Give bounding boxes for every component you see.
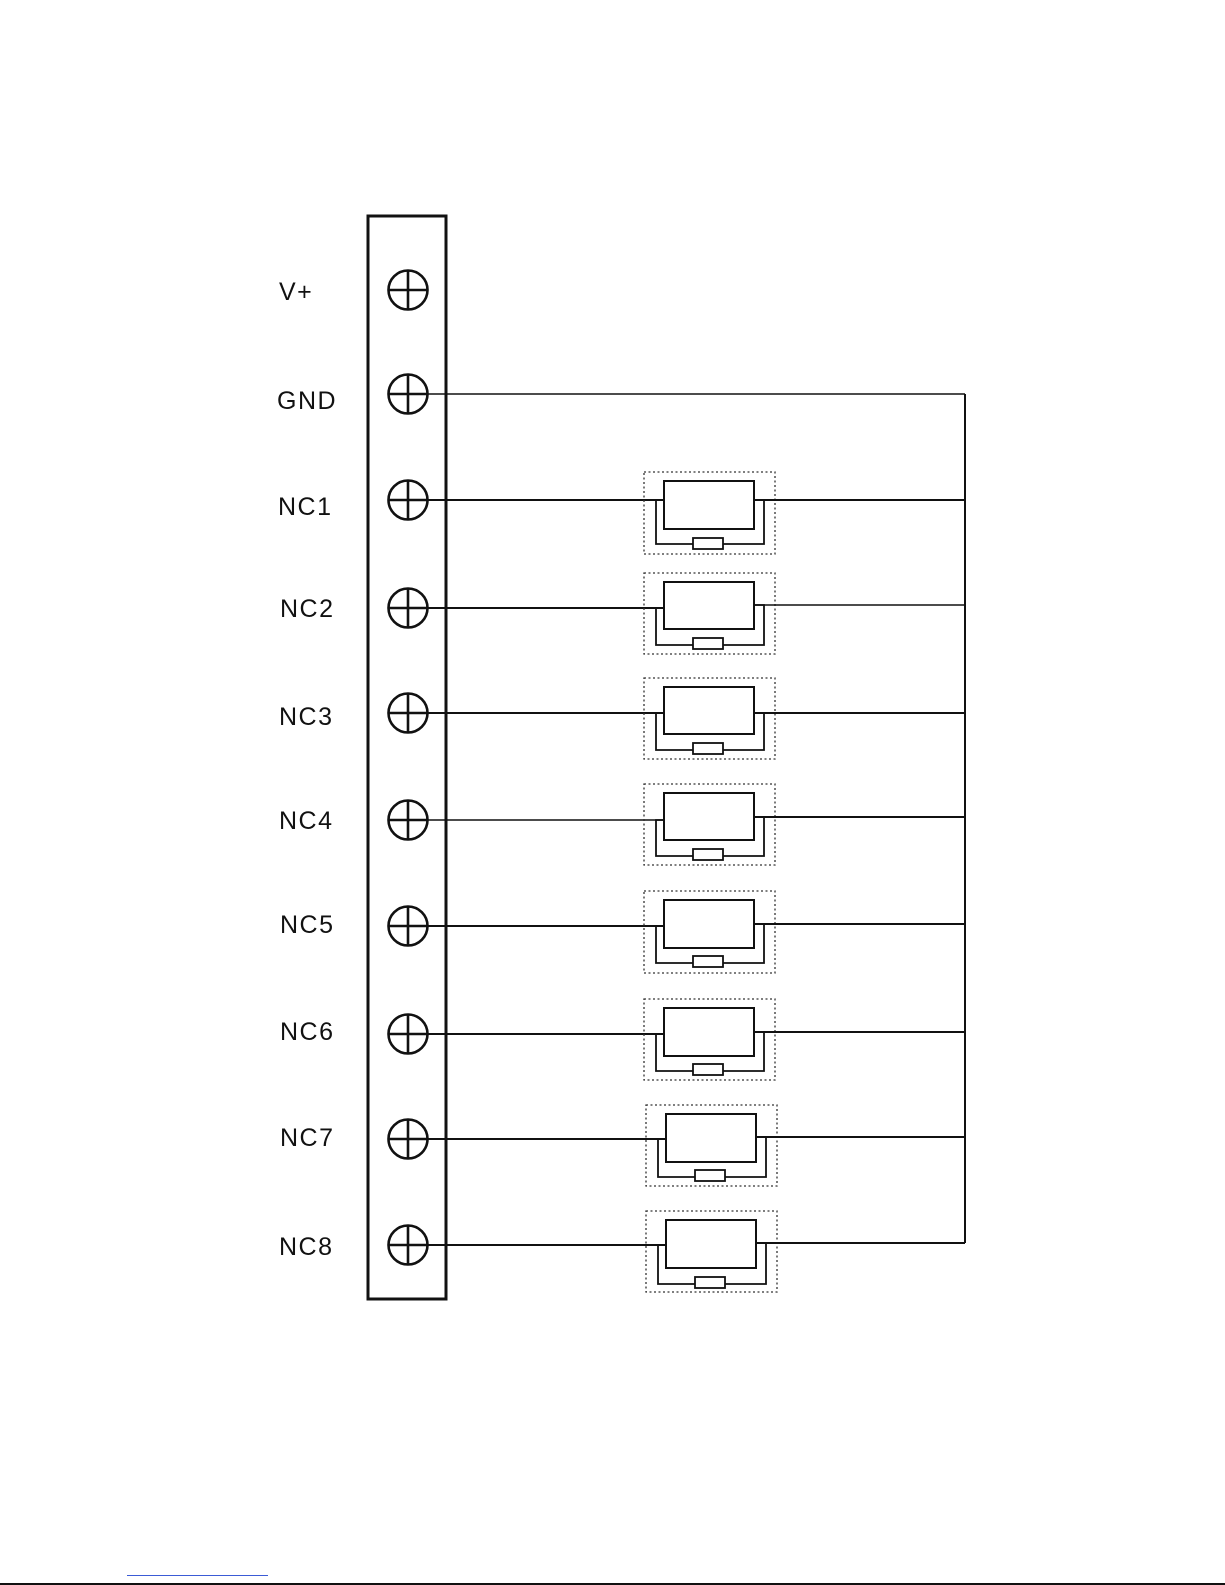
terminal-label-nc6: NC6: [280, 1018, 335, 1046]
terminal-label-nc2: NC2: [280, 595, 335, 623]
terminal-label-nc8: NC8: [279, 1233, 334, 1261]
resistor-icon: [693, 638, 723, 649]
terminal-label-v-plus: V+: [279, 278, 313, 306]
sensor-module-nc8: [646, 1211, 777, 1292]
terminal-label-nc1: NC1: [278, 493, 333, 521]
sensor-contact: [664, 481, 754, 529]
sensor-contact: [664, 793, 754, 840]
terminal-label-nc3: NC3: [279, 703, 334, 731]
sensor-contact: [666, 1114, 756, 1162]
sensor-module-nc7: [646, 1105, 777, 1186]
sensor-contact: [664, 582, 754, 629]
screw-terminal-icon: [389, 271, 428, 310]
resistor-icon: [693, 538, 723, 549]
sensor-module-nc2: [644, 573, 775, 654]
sensor-contact: [664, 900, 754, 948]
resistor-icon: [693, 849, 723, 860]
resistor-icon: [695, 1170, 725, 1181]
resistor-icon: [693, 956, 723, 967]
sensor-contact: [666, 1220, 756, 1268]
resistor-icon: [695, 1277, 725, 1288]
sensor-module-nc6: [644, 999, 775, 1080]
sensor-contact: [664, 687, 754, 734]
footer-link-underline: [127, 1575, 268, 1576]
sensor-module-nc4: [644, 784, 775, 865]
sensor-module-nc3: [644, 678, 775, 759]
resistor-icon: [693, 1064, 723, 1075]
sensor-module-nc5: [644, 891, 775, 973]
sensor-contact: [664, 1008, 754, 1056]
resistor-icon: [693, 743, 723, 754]
terminal-label-gnd: GND: [277, 387, 337, 415]
terminal-label-nc7: NC7: [280, 1124, 335, 1152]
sensor-module-nc1: [644, 472, 775, 554]
screw-terminal-icon: [389, 375, 428, 414]
terminal-label-nc4: NC4: [279, 807, 334, 835]
terminal-label-nc5: NC5: [280, 911, 335, 939]
